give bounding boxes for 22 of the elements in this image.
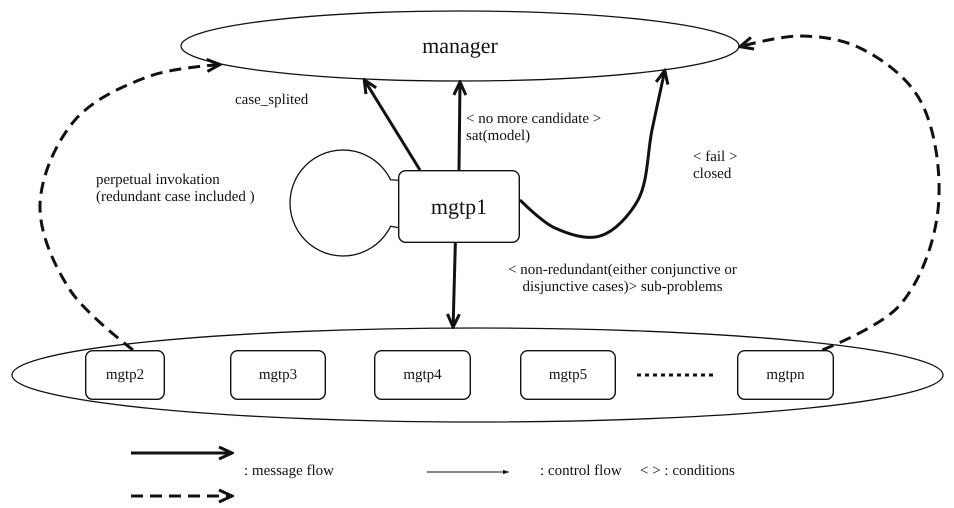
- process-box: [374, 350, 471, 400]
- arrow: [362, 78, 422, 171]
- process-box: [737, 350, 834, 400]
- group-ellipse: [11, 327, 944, 423]
- node-label: mgtp2: [106, 366, 144, 384]
- arrow: [38, 58, 222, 352]
- node-label: mgtp3: [258, 366, 298, 384]
- arrow: [446, 242, 461, 329]
- process-box: [85, 350, 165, 400]
- process-box: [230, 350, 326, 400]
- node-label: manager: [422, 33, 498, 59]
- ellipse-node: [180, 10, 740, 82]
- legend-label: : message flow: [244, 463, 334, 480]
- process-box: [520, 350, 616, 400]
- arrow: [518, 69, 670, 239]
- arrow: [738, 34, 941, 352]
- node-label: mgtp1: [430, 194, 488, 220]
- node-label: mgtp5: [548, 366, 588, 384]
- node-label: mgtp4: [403, 366, 442, 384]
- process-box: [398, 170, 520, 243]
- node-label: mgtpn: [766, 366, 805, 384]
- arrow: [452, 80, 468, 170]
